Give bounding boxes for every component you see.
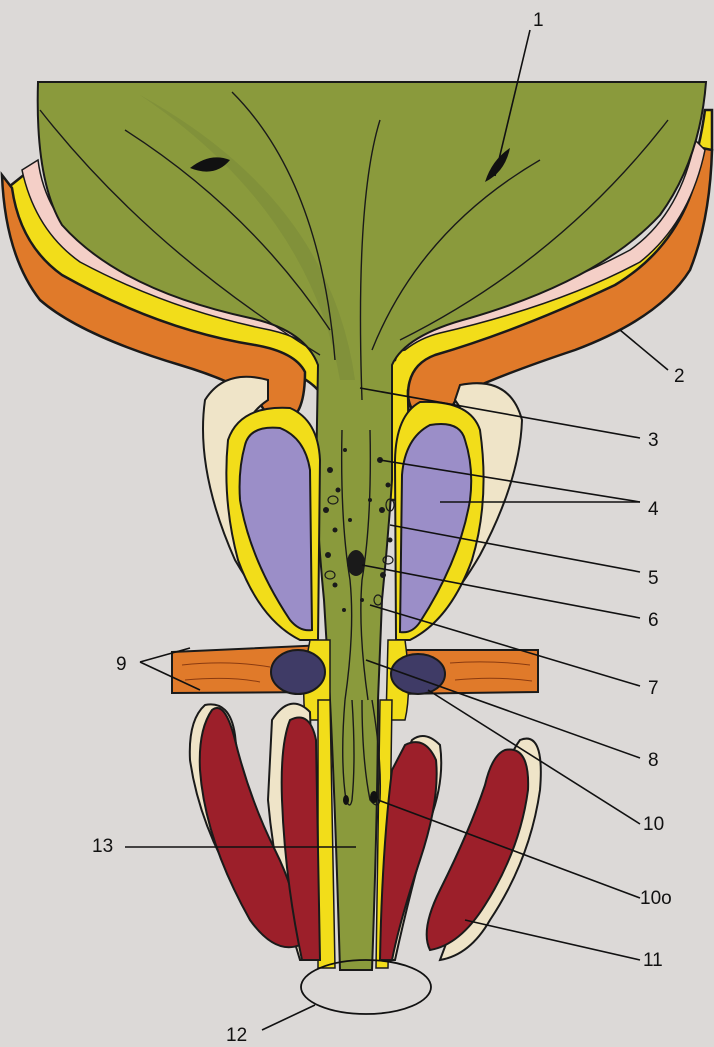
- gland-body-left: [271, 650, 325, 694]
- label-10: 10: [643, 814, 664, 835]
- label-2: 2: [674, 366, 685, 387]
- label-4: 4: [648, 499, 659, 520]
- label-9: 9: [116, 654, 127, 675]
- label-11: 11: [643, 950, 663, 971]
- gland-body-right: [391, 654, 445, 694]
- label-6: 6: [648, 610, 659, 631]
- duct-opening-right: [370, 791, 378, 803]
- label-5: 5: [648, 568, 659, 589]
- bladder-body: [38, 82, 706, 970]
- label-3: 3: [648, 430, 659, 451]
- duct-opening-left: [343, 795, 349, 805]
- label-10o: 10o: [640, 888, 672, 909]
- label-12: 12: [226, 1025, 247, 1046]
- label-8: 8: [648, 750, 659, 771]
- label-13: 13: [92, 836, 113, 857]
- label-1: 1: [533, 10, 544, 31]
- label-7: 7: [648, 678, 659, 699]
